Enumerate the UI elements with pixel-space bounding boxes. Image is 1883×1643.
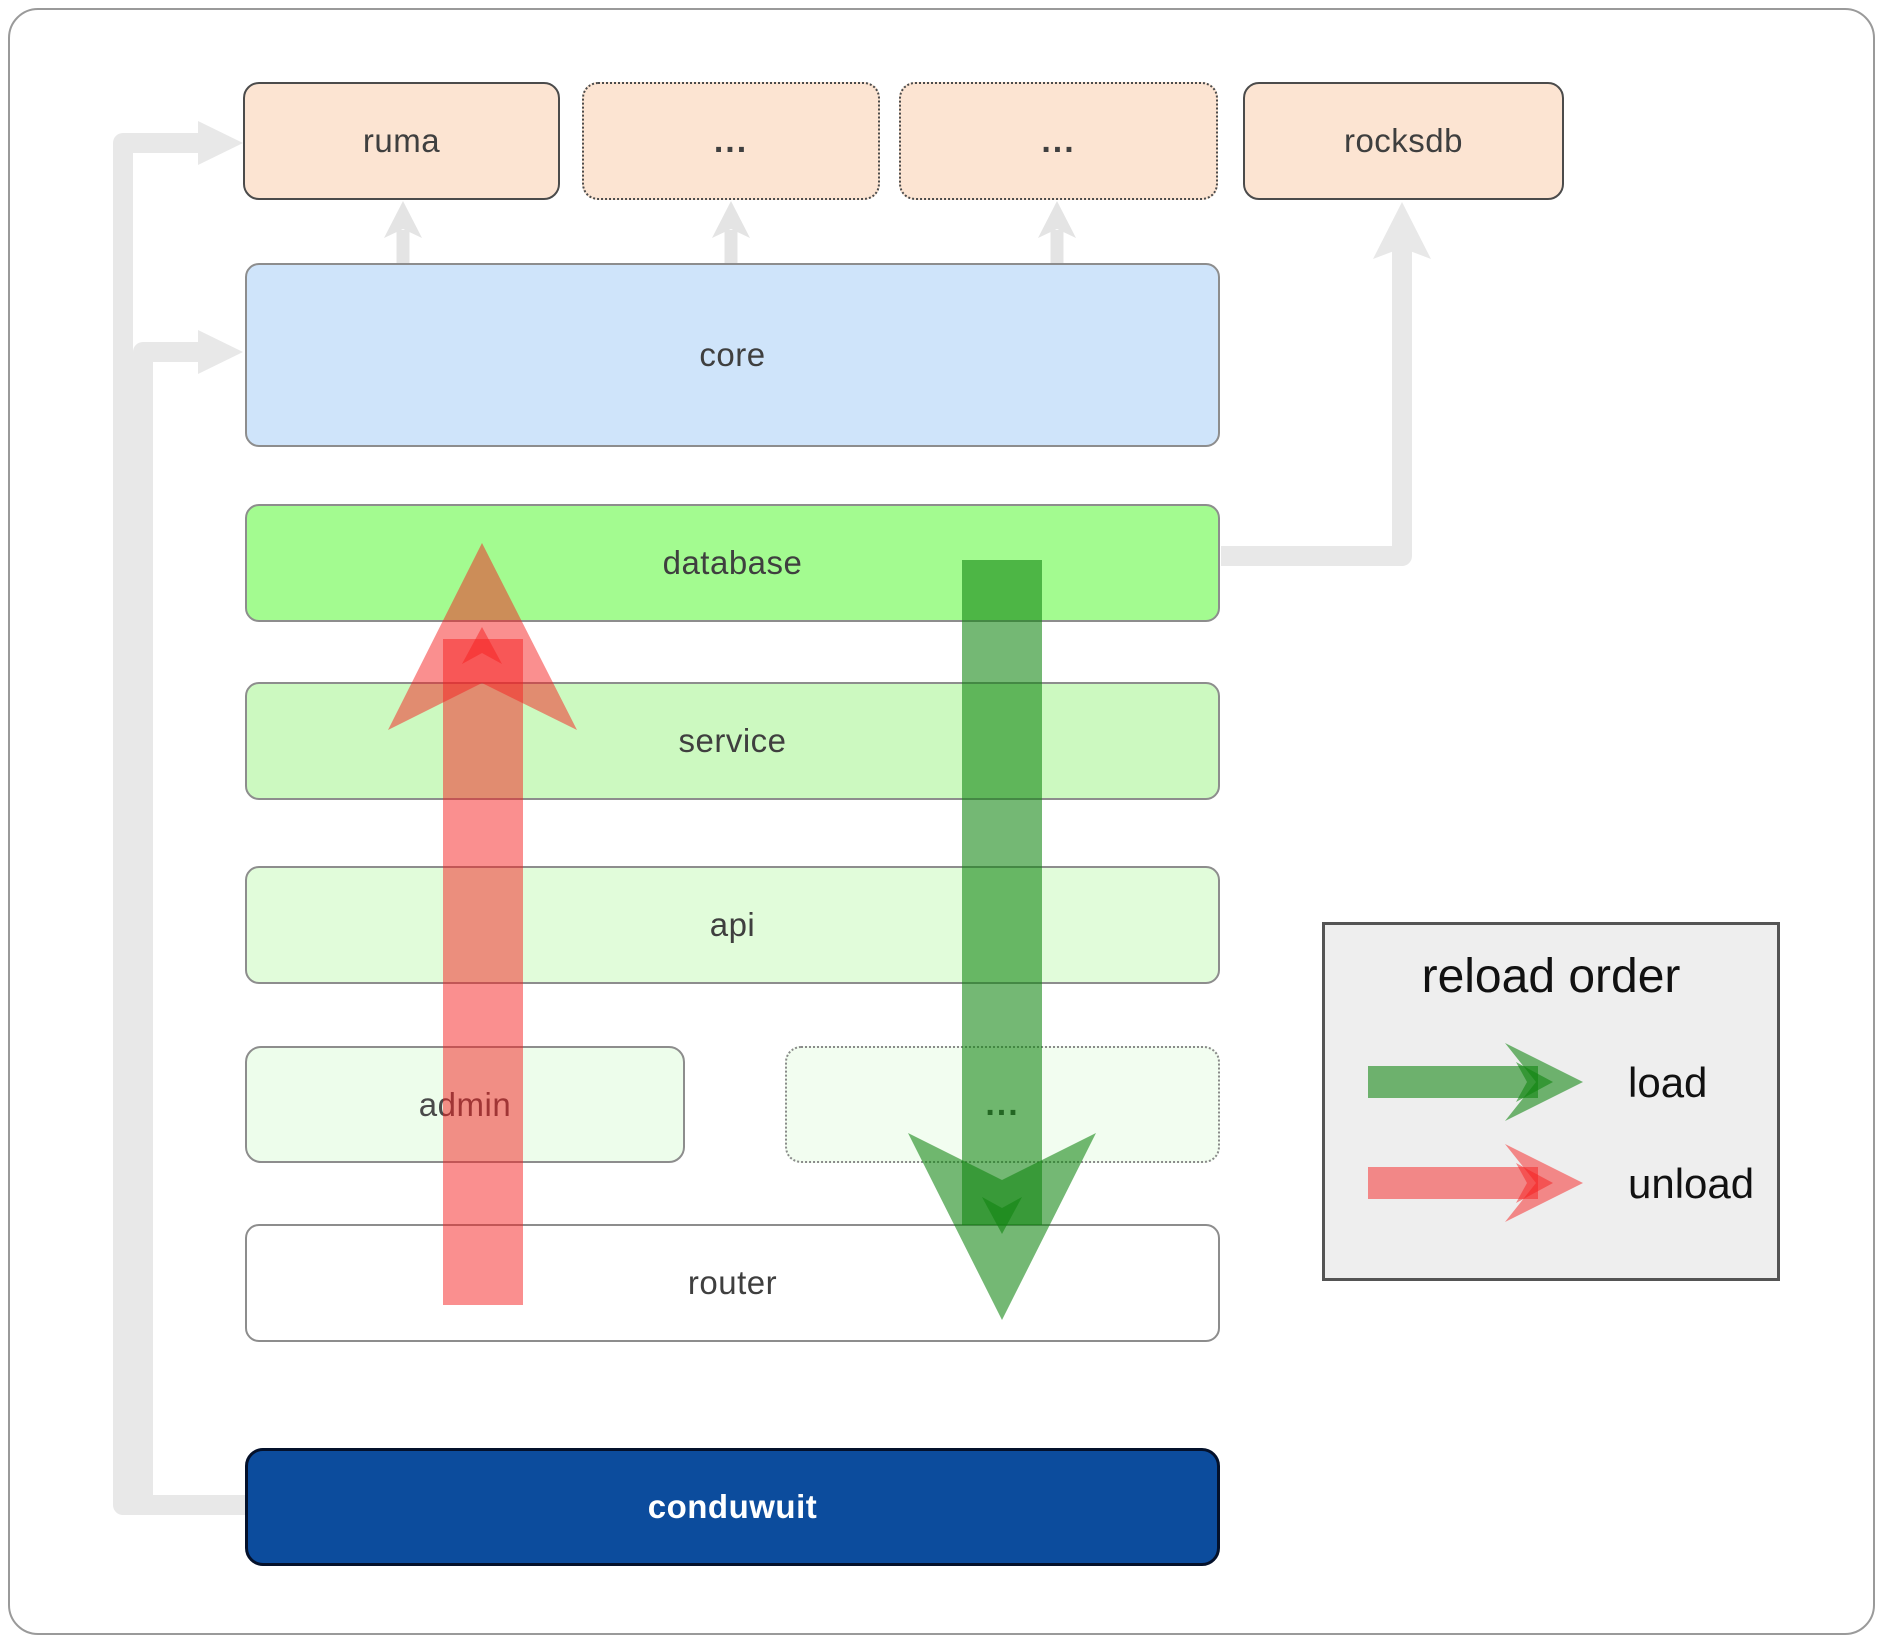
node-api: api [245, 866, 1220, 984]
node-conduwuit: conduwuit [245, 1448, 1220, 1566]
legend-unload-label: unload [1628, 1160, 1755, 1207]
node-label: ... [713, 121, 749, 160]
diagram-frame [8, 8, 1875, 1635]
legend-load-label: load [1628, 1059, 1708, 1106]
node-core: core [245, 263, 1220, 447]
node-top-ellipsis-2: ... [899, 82, 1218, 200]
node-service: service [245, 682, 1220, 800]
node-label: core [699, 336, 766, 373]
legend-title: reload order [1421, 950, 1681, 1003]
node-top-ellipsis-1: ... [582, 82, 880, 200]
node-label: api [709, 906, 756, 943]
node-label: conduwuit [647, 1488, 818, 1525]
node-rocksdb: rocksdb [1243, 82, 1564, 200]
legend-reload-order: reload order load unload [1322, 922, 1780, 1281]
node-router: router [245, 1224, 1220, 1342]
node-database: database [245, 504, 1220, 622]
node-label: rocksdb [1343, 122, 1464, 159]
node-label: database [662, 544, 803, 581]
node-admin: admin [245, 1046, 685, 1163]
node-bottom-ellipsis: ... [785, 1046, 1220, 1163]
node-label: router [687, 1264, 778, 1301]
node-ruma: ruma [243, 82, 560, 200]
node-label: ... [985, 1085, 1020, 1123]
node-label: service [678, 722, 787, 759]
node-label: admin [418, 1085, 512, 1123]
node-label: ruma [362, 122, 441, 159]
node-label: ... [1041, 121, 1076, 160]
